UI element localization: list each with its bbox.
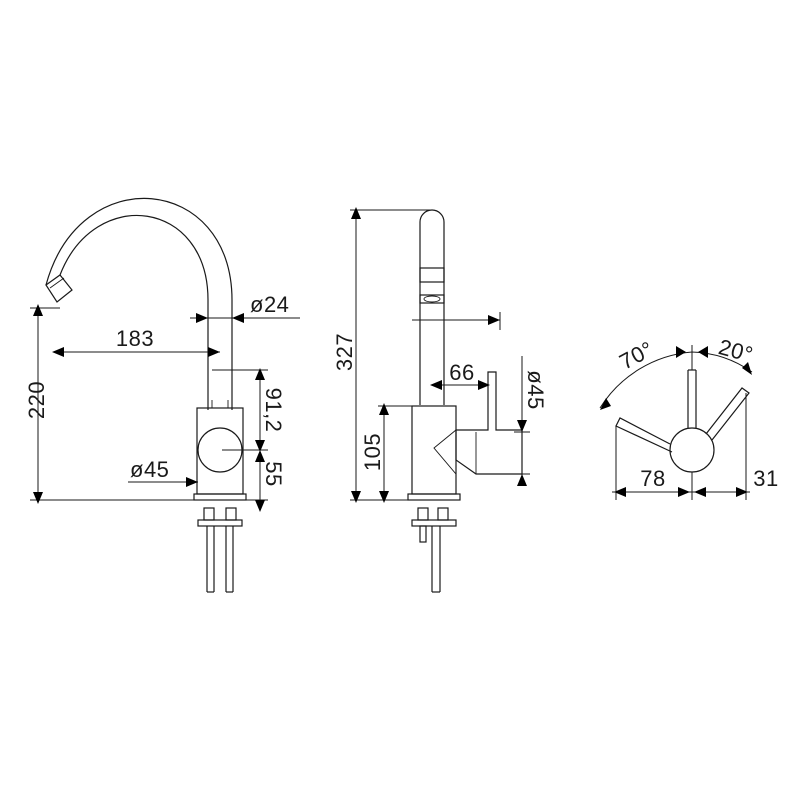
dim-left-extent: 78 (640, 466, 665, 491)
top-view: 70° 20° 78 31 (599, 334, 778, 500)
dim-spout-diameter: ø24 (250, 292, 289, 317)
dim-body-diameter-side: ø45 (523, 370, 548, 409)
side-view: 327 105 66 ø45 (332, 207, 548, 593)
dim-reach: 183 (116, 326, 154, 351)
dim-total-height-side: 327 (332, 333, 357, 371)
faucet-body (196, 407, 244, 495)
dim-handle-offset: 91,2 (261, 388, 286, 433)
dim-lever-reach: 66 (449, 360, 474, 385)
dim-angle-right: 20° (716, 334, 756, 367)
dim-body-height: 105 (360, 433, 385, 471)
top-body-circle (669, 427, 715, 473)
dim-total-height-front: 220 (24, 381, 49, 419)
side-lever (455, 371, 523, 475)
dim-angle-left: 70° (615, 336, 657, 374)
dim-base-height: 55 (261, 461, 286, 486)
side-body (411, 405, 457, 495)
spout-arch-inner (45, 197, 233, 370)
dim-body-diameter-front: ø45 (130, 457, 169, 482)
front-view: 220 183 ø24 ø45 91,2 55 (24, 197, 300, 593)
side-spout (419, 209, 445, 405)
spout-nozzle (45, 274, 73, 303)
faucet-base (193, 493, 247, 501)
spout-arch (59, 214, 209, 370)
dim-right-extent: 31 (753, 466, 778, 491)
